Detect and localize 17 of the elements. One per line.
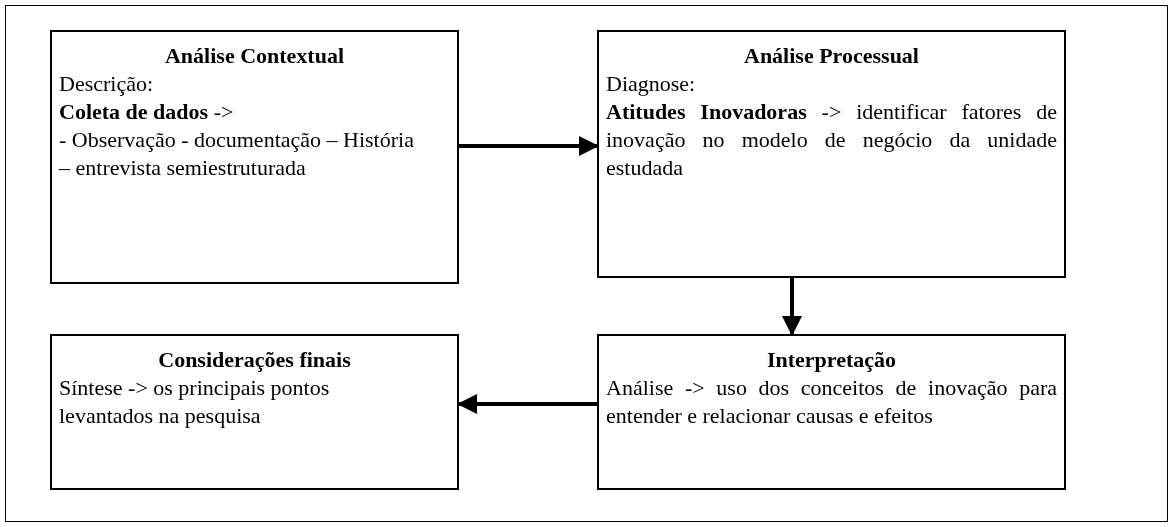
box-text: Análise -> uso dos conceitos de inovação para entender e relacionar causas e efeitos — [606, 374, 1057, 430]
box-title: Análise Processual — [743, 42, 920, 70]
box-text: Atitudes Inovadoras -> identificar fatores de inovação no modelo de negócio da unidade estudada — [606, 98, 1057, 182]
box-title: Análise Contextual — [163, 42, 346, 70]
process-box — [50, 334, 459, 490]
box-text: - Observação - documentação – História – entrevista semiestruturada — [59, 126, 415, 182]
box-text: Coleta de dados -> — [59, 98, 235, 126]
process-box — [597, 334, 1066, 490]
process-box — [597, 30, 1066, 278]
box-text: Síntese -> os principais pontos levantados na pesquisa — [59, 374, 331, 430]
box-text: Diagnose: — [606, 70, 697, 98]
box-title: Considerações finais — [157, 346, 352, 374]
box-title: Interpretação — [765, 346, 898, 374]
arrow — [459, 136, 599, 156]
process-box — [50, 30, 459, 284]
box-text: Descrição: — [59, 70, 155, 98]
arrow — [782, 278, 802, 336]
